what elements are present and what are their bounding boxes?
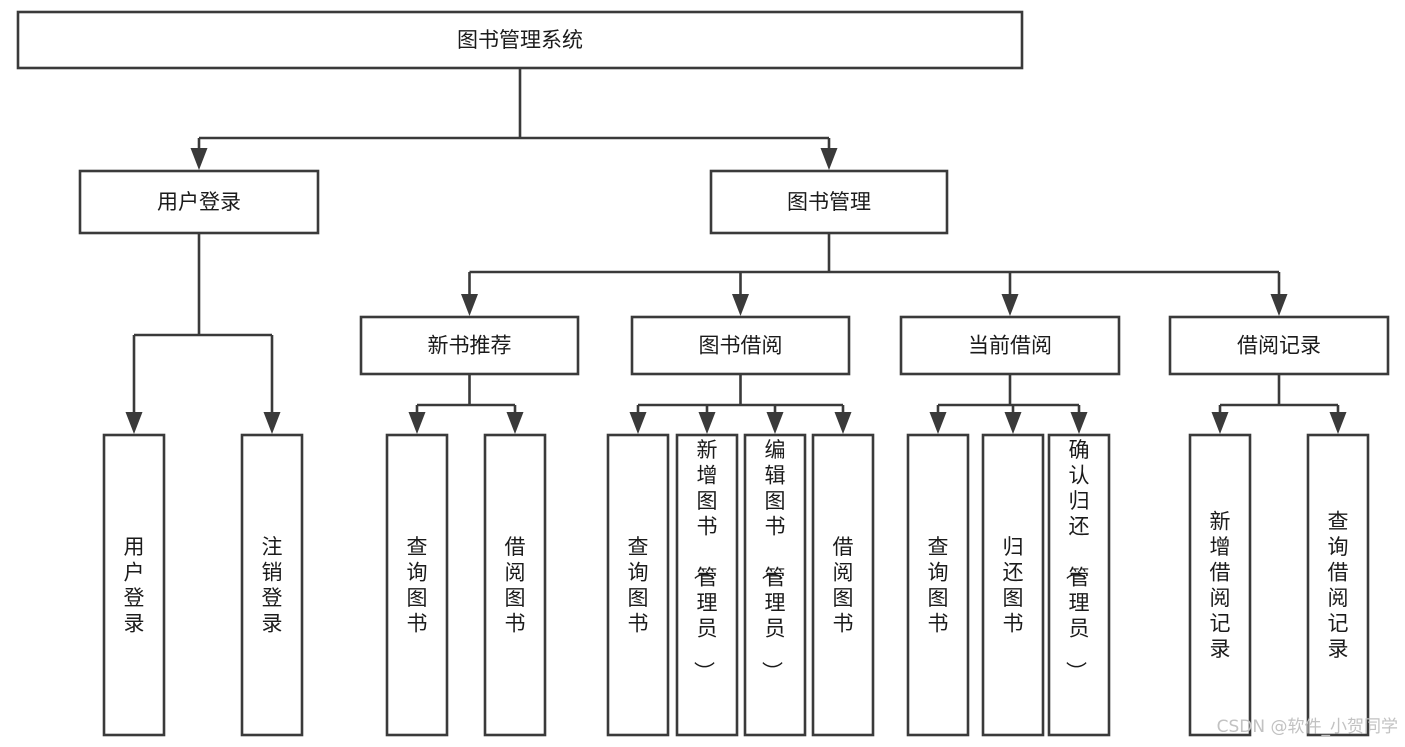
node-leaf-leaf-borrow-book-1-box[interactable]: [483, 433, 547, 737]
node-l2-user-login-box[interactable]: [78, 169, 320, 235]
node-leaf-leaf-borrow-book-2-label: 借阅图书: [833, 535, 854, 636]
node-leaf-leaf-add-record[interactable]: 新增借阅记录: [1188, 433, 1252, 737]
connector-group-new-book-rec: [408, 374, 524, 434]
node-leaf-leaf-query-book-1-label: 查询图书: [407, 535, 428, 636]
node-leaf-leaf-query-book-3[interactable]: 查询图书: [906, 433, 970, 737]
node-leaf-leaf-return-book-label: 归还图书: [1003, 535, 1024, 636]
node-l2-book-manage-label: 图书管理: [787, 190, 871, 214]
node-leaf-leaf-borrow-book-1[interactable]: 借阅图书: [483, 433, 547, 737]
node-root-图书管理系统-label: 图书管理系统: [457, 28, 583, 52]
connector-layer: [125, 68, 1347, 434]
node-leaf-leaf-logout-box[interactable]: [240, 433, 304, 737]
node-leaf-leaf-query-book-1[interactable]: 查询图书: [385, 433, 449, 737]
node-leaf-leaf-logout[interactable]: 注销登录: [240, 433, 304, 737]
node-leaf-leaf-user-login-label: 用户登录: [124, 535, 145, 636]
node-leaf-leaf-borrow-book-2-box[interactable]: [811, 433, 875, 737]
node-leaf-leaf-user-login[interactable]: 用户登录: [102, 433, 166, 737]
node-l3-new-book-rec-box[interactable]: [359, 315, 580, 376]
node-l3-book-borrow-label: 图书借阅: [699, 334, 783, 358]
connector-group-root: [190, 68, 838, 170]
node-leaf-leaf-borrow-book-1-label: 借阅图书: [505, 535, 526, 636]
node-leaf-leaf-confirm-return-label: 确认归还（管理员）: [1064, 438, 1090, 682]
node-leaf-leaf-query-book-2[interactable]: 查询图书: [606, 433, 670, 737]
node-leaf-leaf-add-book[interactable]: 新增图书（管理员）: [675, 433, 739, 737]
connector-group-book-manage: [461, 233, 1288, 316]
node-leaf-leaf-return-book[interactable]: 归还图书: [981, 433, 1045, 737]
node-root-图书管理系统-box[interactable]: [16, 10, 1024, 70]
node-leaf-leaf-query-book-2-label: 查询图书: [628, 535, 649, 636]
node-leaf-leaf-user-login-box[interactable]: [102, 433, 166, 737]
node-l2-user-login-label: 用户登录: [157, 190, 241, 214]
node-leaf-leaf-return-book-box[interactable]: [981, 433, 1045, 737]
connector-group-book-borrow: [629, 374, 852, 434]
node-l3-current-borrow-box[interactable]: [899, 315, 1121, 376]
node-leaf-leaf-query-record[interactable]: 查询借阅记录: [1306, 433, 1370, 737]
node-leaf-leaf-edit-book[interactable]: 编辑图书（管理员）: [743, 433, 807, 737]
node-leaf-leaf-add-record-box[interactable]: [1188, 433, 1252, 737]
node-l3-current-borrow[interactable]: 当前借阅: [899, 315, 1121, 376]
node-leaf-leaf-logout-label: 注销登录: [262, 535, 283, 636]
node-leaf-leaf-confirm-return[interactable]: 确认归还（管理员）: [1047, 433, 1111, 737]
node-leaf-leaf-confirm-return-box[interactable]: [1047, 433, 1111, 737]
node-l3-new-book-rec[interactable]: 新书推荐: [359, 315, 580, 376]
node-l2-user-login[interactable]: 用户登录: [78, 169, 320, 235]
node-leaf-leaf-query-record-box[interactable]: [1306, 433, 1370, 737]
node-leaf-leaf-borrow-book-2[interactable]: 借阅图书: [811, 433, 875, 737]
node-leaf-leaf-add-book-box[interactable]: [675, 433, 739, 737]
node-l3-borrow-record-label: 借阅记录: [1237, 334, 1321, 358]
node-leaf-leaf-add-record-label: 新增借阅记录: [1210, 509, 1231, 661]
node-l3-current-borrow-label: 当前借阅: [968, 334, 1052, 358]
node-leaf-leaf-query-book-2-box[interactable]: [606, 433, 670, 737]
connector-group-current-borrow: [929, 374, 1088, 434]
node-leaf-leaf-query-book-1-box[interactable]: [385, 433, 449, 737]
node-leaf-leaf-query-book-3-label: 查询图书: [928, 535, 949, 636]
node-leaf-leaf-edit-book-box[interactable]: [743, 433, 807, 737]
node-l2-book-manage-box[interactable]: [709, 169, 949, 235]
node-l3-borrow-record[interactable]: 借阅记录: [1168, 315, 1390, 376]
node-leaf-leaf-query-book-3-box[interactable]: [906, 433, 970, 737]
node-layer: 图书管理系统用户登录图书管理新书推荐图书借阅当前借阅借阅记录用户登录注销登录查询…: [16, 10, 1390, 737]
node-leaf-leaf-add-book-label: 新增图书（管理员）: [692, 438, 718, 682]
node-leaf-leaf-edit-book-label: 编辑图书（管理员）: [760, 438, 786, 682]
node-l3-book-borrow-box[interactable]: [630, 315, 851, 376]
node-l2-book-manage[interactable]: 图书管理: [709, 169, 949, 235]
node-l3-borrow-record-box[interactable]: [1168, 315, 1390, 376]
node-l3-book-borrow[interactable]: 图书借阅: [630, 315, 851, 376]
node-root-图书管理系统[interactable]: 图书管理系统: [16, 10, 1024, 70]
node-l3-new-book-rec-label: 新书推荐: [428, 334, 512, 358]
csdn-watermark: CSDN @软件_小贺同学: [1217, 717, 1398, 737]
node-leaf-leaf-query-record-label: 查询借阅记录: [1328, 509, 1349, 661]
connector-group-user-login: [125, 233, 281, 434]
connector-group-borrow-record: [1211, 374, 1347, 434]
